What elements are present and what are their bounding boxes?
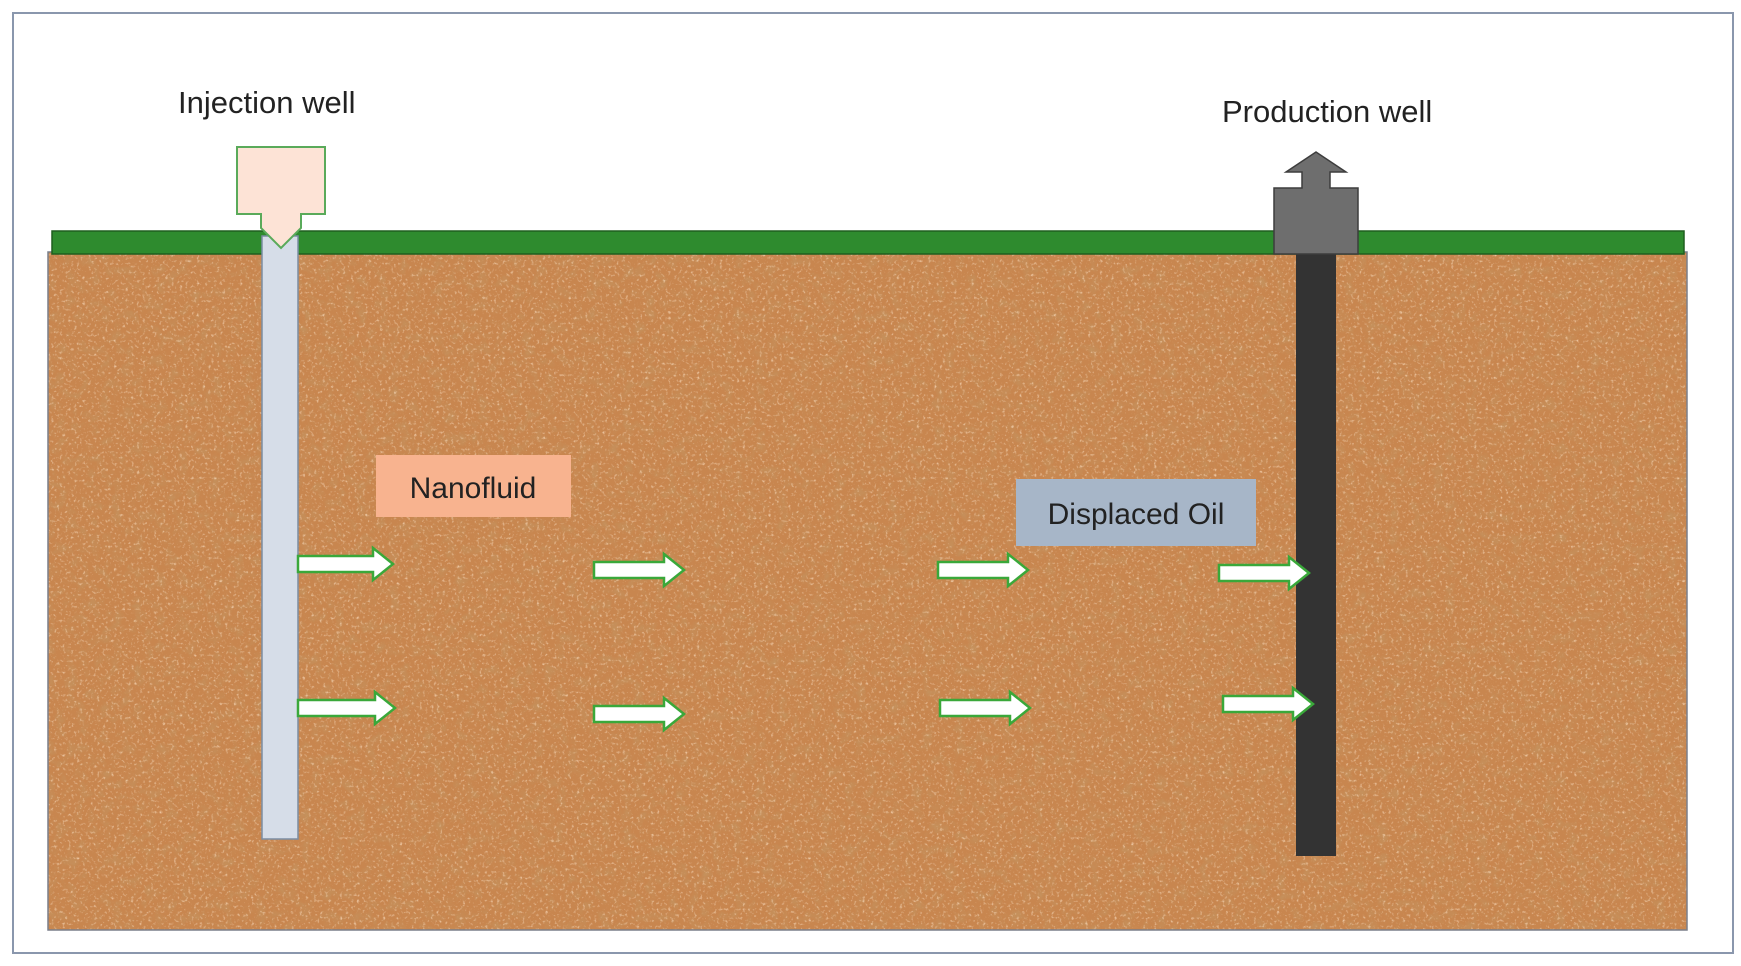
production-well-pipe (1296, 250, 1336, 856)
injection-well-label: Injection well (178, 85, 355, 120)
flow-arrow-icon (296, 545, 396, 583)
production-well-label: Production well (1222, 94, 1432, 129)
flow-arrow-icon (592, 551, 687, 589)
flow-arrow-icon (936, 551, 1031, 589)
injection-well: Injection well (178, 85, 355, 840)
nanofluid-box-bg (376, 455, 571, 517)
soil-layer (47, 251, 1688, 931)
displaced-oil-box: Displaced Oil (1016, 479, 1256, 546)
production-well: Production well (1222, 94, 1432, 856)
flow-arrow-icon (1221, 685, 1316, 723)
injection-well-pipe (261, 235, 299, 840)
soil-texture-light (48, 252, 1687, 930)
flow-arrows (296, 545, 1316, 733)
flow-arrow-icon (938, 689, 1033, 727)
flow-arrow-icon (296, 689, 398, 727)
nanofluid-box: Nanofluid (376, 455, 571, 517)
flow-arrow-icon (592, 695, 687, 733)
injection-wellhead-arrow-icon (236, 146, 326, 250)
production-wellhead-arrow-icon (1273, 151, 1359, 255)
flow-arrow-icon (1217, 554, 1312, 592)
displaced-oil-label: Displaced Oil (1048, 498, 1225, 531)
displaced-oil-box-bg (1016, 479, 1256, 546)
nanofluid-label: Nanofluid (410, 472, 537, 505)
